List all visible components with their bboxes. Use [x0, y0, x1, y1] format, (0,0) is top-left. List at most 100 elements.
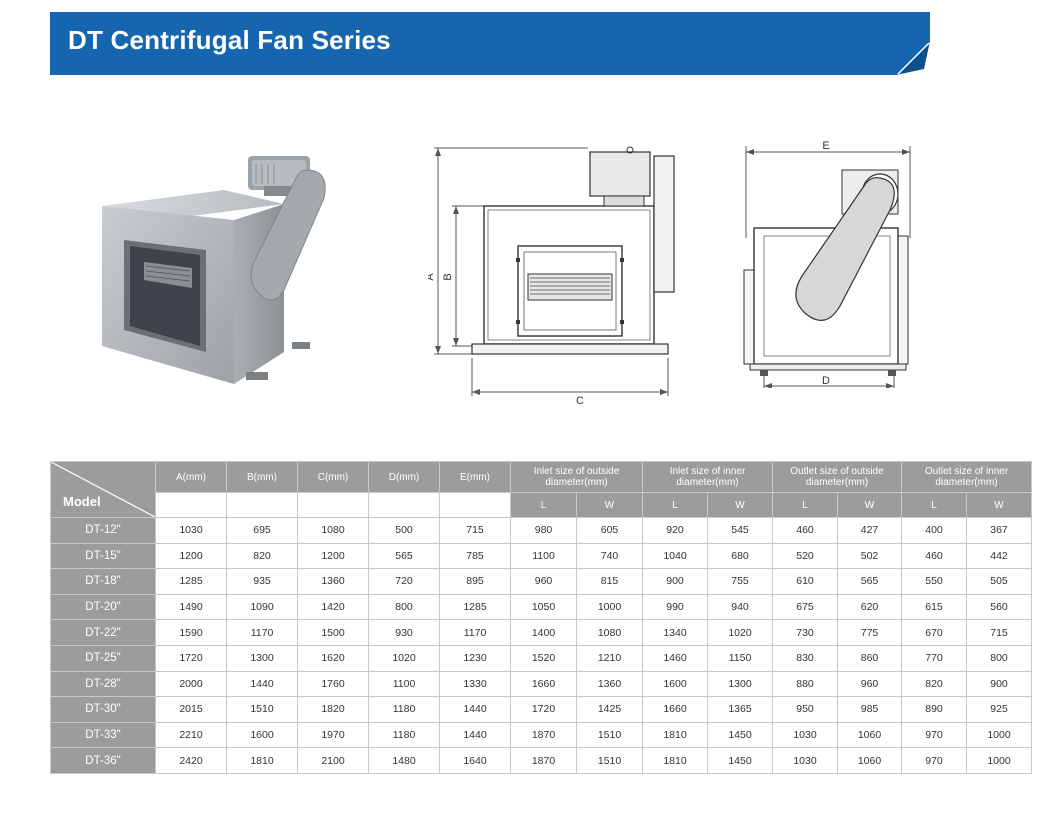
value-cell: 1440: [439, 721, 511, 749]
subheader-w: W: [837, 492, 902, 518]
value-cell: 970: [901, 721, 967, 749]
value-cell: 1640: [439, 747, 511, 774]
value-cell: 2000: [155, 670, 227, 698]
value-cell: 1000: [966, 747, 1032, 774]
value-cell: 1230: [439, 644, 511, 672]
value-cell: 860: [837, 644, 902, 672]
value-cell: 2420: [155, 747, 227, 774]
value-cell: 680: [707, 542, 773, 570]
model-cell: DT-12": [50, 517, 156, 544]
dimension-label-e: E: [822, 140, 829, 152]
value-cell: 785: [439, 542, 511, 570]
subheader-l: L: [642, 492, 708, 518]
value-cell: 400: [901, 517, 967, 544]
value-cell: 1285: [439, 593, 511, 621]
blank-subheader: [368, 492, 440, 518]
value-cell: 1440: [439, 696, 511, 723]
value-cell: 620: [837, 593, 902, 621]
value-cell: 1210: [576, 644, 643, 672]
value-cell: 715: [439, 517, 511, 544]
value-cell: 1720: [155, 644, 227, 672]
value-cell: 1020: [368, 644, 440, 672]
page-fold-corner-icon: [896, 41, 930, 75]
value-cell: 565: [368, 542, 440, 570]
subheader-l: L: [901, 492, 967, 518]
blank-subheader: [155, 492, 227, 518]
column-header-c: C(mm): [297, 461, 369, 493]
value-cell: 770: [901, 644, 967, 672]
value-cell: 1590: [155, 619, 227, 646]
value-cell: 1620: [297, 644, 369, 672]
value-cell: 2100: [297, 747, 369, 774]
column-header-d: D(mm): [368, 461, 440, 493]
value-cell: 755: [707, 568, 773, 595]
value-cell: 427: [837, 517, 902, 544]
value-cell: 985: [837, 696, 902, 723]
value-cell: 1660: [642, 696, 708, 723]
subheader-w: W: [966, 492, 1032, 518]
value-cell: 1060: [837, 721, 902, 749]
value-cell: 1810: [226, 747, 298, 774]
value-cell: 442: [966, 542, 1032, 570]
value-cell: 1450: [707, 721, 773, 749]
value-cell: 1040: [642, 542, 708, 570]
value-cell: 615: [901, 593, 967, 621]
value-cell: 1030: [772, 721, 838, 749]
value-cell: 670: [901, 619, 967, 646]
value-cell: 820: [226, 542, 298, 570]
value-cell: 1810: [642, 747, 708, 774]
value-cell: 990: [642, 593, 708, 621]
value-cell: 800: [966, 644, 1032, 672]
value-cell: 502: [837, 542, 902, 570]
value-cell: 520: [772, 542, 838, 570]
value-cell: 960: [510, 568, 577, 595]
value-cell: 1600: [226, 721, 298, 749]
value-cell: 1050: [510, 593, 577, 621]
value-cell: 1510: [576, 747, 643, 774]
value-cell: 1100: [510, 542, 577, 570]
value-cell: 900: [642, 568, 708, 595]
value-cell: 1000: [576, 593, 643, 621]
value-cell: 1510: [576, 721, 643, 749]
value-cell: 930: [368, 619, 440, 646]
dimension-label-d: D: [822, 375, 830, 387]
value-cell: 1340: [642, 619, 708, 646]
value-cell: 2015: [155, 696, 227, 723]
value-cell: 740: [576, 542, 643, 570]
value-cell: 1760: [297, 670, 369, 698]
value-cell: 1080: [297, 517, 369, 544]
value-cell: 720: [368, 568, 440, 595]
value-cell: 950: [772, 696, 838, 723]
value-cell: 1300: [707, 670, 773, 698]
value-cell: 675: [772, 593, 838, 621]
group-header-inlet-outside: Inlet size of outside diameter(mm): [510, 461, 643, 493]
value-cell: 715: [966, 619, 1032, 646]
value-cell: 935: [226, 568, 298, 595]
value-cell: 550: [901, 568, 967, 595]
model-cell: DT-22": [50, 619, 156, 646]
value-cell: 1170: [439, 619, 511, 646]
value-cell: 820: [901, 670, 967, 698]
value-cell: 1400: [510, 619, 577, 646]
value-cell: 925: [966, 696, 1032, 723]
model-cell: DT-28": [50, 670, 156, 698]
value-cell: 1170: [226, 619, 298, 646]
value-cell: 1480: [368, 747, 440, 774]
title-banner: DT Centrifugal Fan Series: [50, 12, 930, 75]
value-cell: 460: [901, 542, 967, 570]
group-header-outlet-inner: Outlet size of inner diameter(mm): [901, 461, 1032, 493]
value-cell: 775: [837, 619, 902, 646]
value-cell: 1365: [707, 696, 773, 723]
subheader-l: L: [772, 492, 838, 518]
value-cell: 730: [772, 619, 838, 646]
value-cell: 880: [772, 670, 838, 698]
blank-subheader: [226, 492, 298, 518]
model-cell: DT-36": [50, 747, 156, 774]
side-dimension-drawing: E D: [743, 140, 911, 388]
